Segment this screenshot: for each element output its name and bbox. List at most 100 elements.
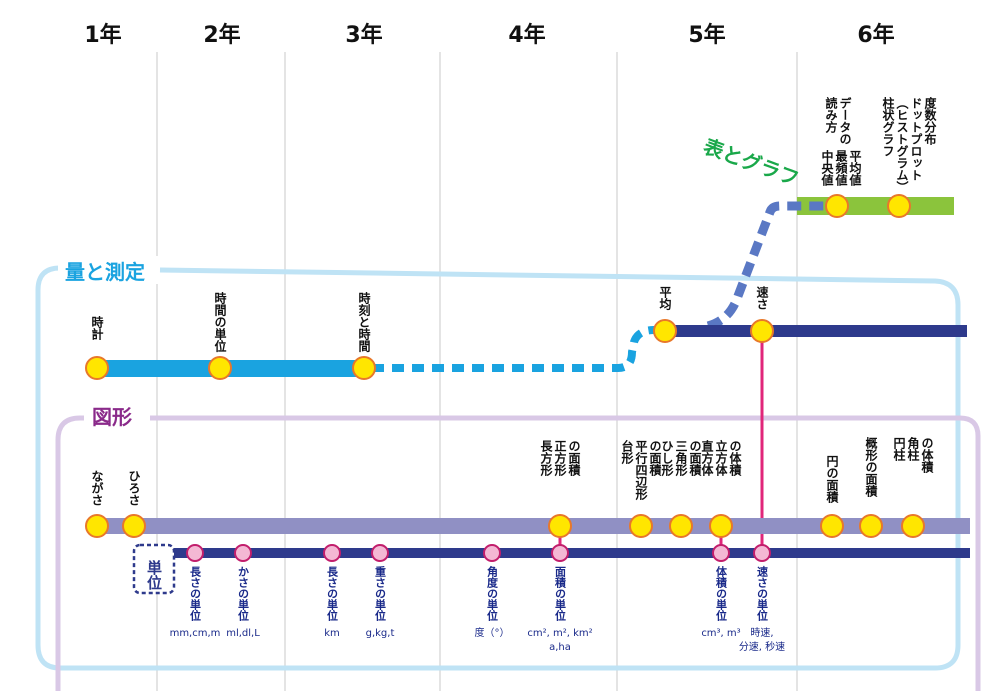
figure-label: 平行四辺形: [634, 440, 648, 501]
quantity-frame: [35, 265, 961, 671]
grade-2: 2年: [203, 22, 240, 48]
figure-label: 台形: [620, 439, 634, 465]
unit-node: [483, 544, 501, 562]
unit-node: [186, 544, 204, 562]
figure-label: ひろさ: [127, 470, 141, 506]
quantity-section-title: 量と測定: [65, 260, 145, 284]
unit-label: 速さの単位: [756, 565, 769, 622]
graph-label: ドットプロット: [909, 97, 923, 181]
figure-node: [669, 514, 693, 538]
graph-node: [887, 194, 911, 218]
grade-headers: 1年 2年 3年 4年 5年 6年: [84, 22, 894, 48]
figure-nodes: ながさひろさ長方形正方形の面積台形平行四辺形の面積ひし形三角形の面積直方体立方体…: [85, 436, 934, 538]
figure-label: 円の面積: [825, 455, 839, 504]
quantity-title-bg: [58, 256, 158, 284]
quantity-dashed-link: [372, 326, 655, 372]
unit-node: [234, 544, 252, 562]
graph-dashed-link: [706, 201, 830, 331]
unit-label: 長さの単位: [326, 566, 339, 622]
figure-label: 正方形: [553, 440, 567, 477]
unit-label: 角度の単位: [486, 565, 499, 622]
quantity-label: 平均: [658, 286, 672, 311]
figure-node: [629, 514, 653, 538]
figure-node: [85, 514, 109, 538]
unit-node: [753, 544, 771, 562]
figure-label: の体積: [920, 437, 934, 474]
unit-node: [323, 544, 341, 562]
figure-frame: [55, 415, 981, 691]
unit-node: [371, 544, 389, 562]
graph-label: 度数分布: [923, 96, 937, 146]
unit-label: 体積の単位: [715, 565, 729, 622]
graph-label: 平均値: [848, 150, 862, 187]
figure-node: [122, 514, 146, 538]
figure-label: 概形の面積: [864, 436, 878, 498]
unit-note: cm³, m³: [701, 628, 740, 639]
figure-label: の面積: [688, 440, 702, 477]
figure-node: [709, 514, 733, 538]
graph-nodes: 読み方データの中央値最頻値平均値 柱状グラフ（ヒストグラム）ドットプロット度数分布: [820, 96, 937, 218]
quantity-node: [85, 356, 109, 380]
unit-node: [712, 544, 730, 562]
unit-label: かさの単位: [237, 566, 250, 622]
figure-node: [859, 514, 883, 538]
figure-section-title: 図形: [92, 405, 132, 429]
figure-node: [548, 514, 572, 538]
grade-5: 5年: [688, 22, 725, 48]
quantity-node: [208, 356, 232, 380]
quantity-label: 時計: [90, 315, 104, 341]
graph-label: データの: [838, 96, 852, 145]
unit-label: 面積の単位: [554, 566, 568, 622]
unit-note: 度（°）: [475, 626, 510, 639]
quantity-nodes: 時計 時間の単位 時刻と時間 平均 速さ: [85, 285, 774, 380]
unit-note-2: 分速, 秒速: [739, 640, 785, 653]
graph-node: [825, 194, 849, 218]
figure-node: [901, 514, 925, 538]
quantity-label: 速さ: [755, 285, 769, 310]
figure-label: 長方形: [539, 439, 553, 477]
grade-1: 1年: [84, 22, 121, 48]
graph-section-title: 表とグラフ: [700, 134, 802, 191]
quantity-node: [352, 356, 376, 380]
graph-label: （ヒストグラム）: [895, 97, 909, 193]
figure-label: の体積: [728, 440, 742, 477]
figure-node: [820, 514, 844, 538]
quantity-line-upper: [664, 325, 967, 337]
unit-note-2: a,ha: [549, 642, 571, 653]
grade-6: 6年: [857, 22, 894, 48]
unit-nodes: 長さの単位 mm,cm,m かさの単位 ml,dl,L 長さの単位 km 重さの単位 g,kg…: [170, 544, 785, 653]
figure-label: 円柱: [892, 437, 906, 462]
graph-label: 柱状グラフ: [881, 96, 895, 157]
figure-label: 三角形: [674, 440, 688, 477]
graph-label: 最頻値: [834, 150, 848, 187]
figure-label: 直方体: [700, 439, 714, 477]
grade-3: 3年: [345, 22, 382, 48]
unit-label: 長さの単位: [189, 566, 202, 622]
quantity-node: [750, 319, 774, 343]
unit-note: km: [324, 628, 340, 639]
figure-label: ひし形: [660, 440, 674, 477]
figure-line: [97, 518, 970, 534]
unit-note: cm², m², km²: [527, 628, 592, 639]
figure-label: 立方体: [714, 439, 728, 477]
figure-title-bg: [84, 400, 148, 430]
graph-label: 中央値: [820, 149, 834, 187]
unit-badge: [132, 543, 176, 595]
unit-note: g,kg,t: [366, 628, 395, 639]
quantity-label: 時間の単位: [213, 291, 227, 353]
quantity-node: [653, 319, 677, 343]
quantity-label: 時刻と時間: [357, 291, 371, 353]
figure-label: の面積: [648, 440, 662, 477]
figure-label: ながさ: [90, 470, 104, 506]
unit-note: mm,cm,m: [170, 628, 221, 639]
unit-node: [551, 544, 569, 562]
unit-note: ml,dl,L: [226, 628, 260, 639]
unit-label: 重さの単位: [374, 565, 387, 622]
figure-label: 角柱: [906, 436, 920, 462]
unit-badge-label: 単位: [145, 559, 163, 590]
figure-label: の面積: [567, 440, 581, 477]
unit-note: 時速,: [750, 627, 773, 639]
graph-label: 読み方: [824, 96, 838, 134]
grade-4: 4年: [508, 22, 545, 48]
